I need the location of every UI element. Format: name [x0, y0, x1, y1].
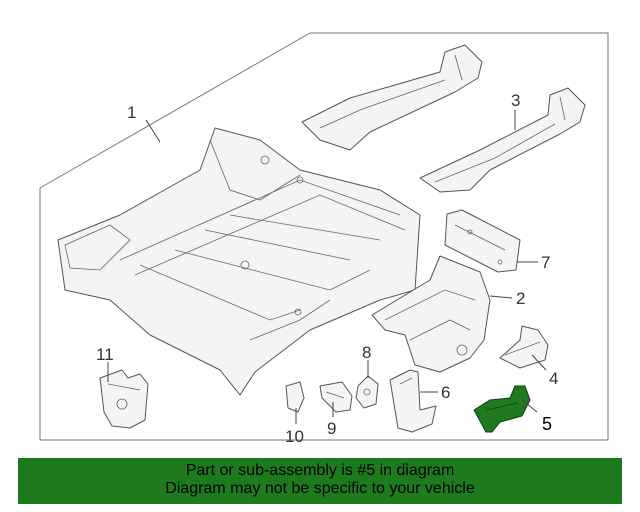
leader-line-2	[489, 295, 513, 299]
clip-part-8[interactable]	[355, 375, 379, 409]
group-outline	[39, 32, 609, 441]
callout-8: 8	[362, 343, 371, 362]
callout-3: 3	[511, 91, 520, 110]
callout-7: 7	[541, 253, 550, 272]
info-banner: Part or sub-assembly is #5 in diagram Di…	[18, 458, 622, 504]
banner-line-2: Diagram may not be specific to your vehi…	[165, 480, 475, 497]
callout-9: 9	[327, 419, 336, 438]
leader-line-1	[145, 119, 161, 143]
callout-10: 10	[285, 427, 304, 446]
rear-floor-pan[interactable]	[57, 127, 421, 396]
highlighted-bracket-part-5[interactable]	[473, 385, 531, 433]
upper-side-rail[interactable]	[301, 44, 483, 151]
callout-5: 5	[542, 414, 552, 434]
callout-1: 1	[127, 103, 136, 122]
callout-2: 2	[516, 289, 525, 308]
panel-part-6[interactable]	[389, 369, 437, 433]
bracket-part-4[interactable]	[499, 325, 549, 369]
bracket-plate-part-7[interactable]	[444, 209, 521, 273]
callout-6: 6	[441, 383, 450, 402]
bracket-part-9[interactable]	[319, 381, 353, 413]
side-rail-part-3[interactable]	[419, 87, 586, 193]
callout-4: 4	[549, 369, 558, 388]
clip-part-10[interactable]	[285, 381, 305, 413]
rear-extension-part-2[interactable]	[371, 255, 491, 373]
banner-line-1: Part or sub-assembly is #5 in diagram	[185, 462, 455, 479]
parts-diagram: 1 2 3 4 5 6 7 8 9 10 11	[39, 32, 609, 446]
leader-line-4	[531, 354, 547, 371]
mount-bracket-part-11[interactable]	[99, 369, 149, 429]
callout-11: 11	[96, 345, 114, 364]
leader-line-5	[521, 399, 538, 413]
